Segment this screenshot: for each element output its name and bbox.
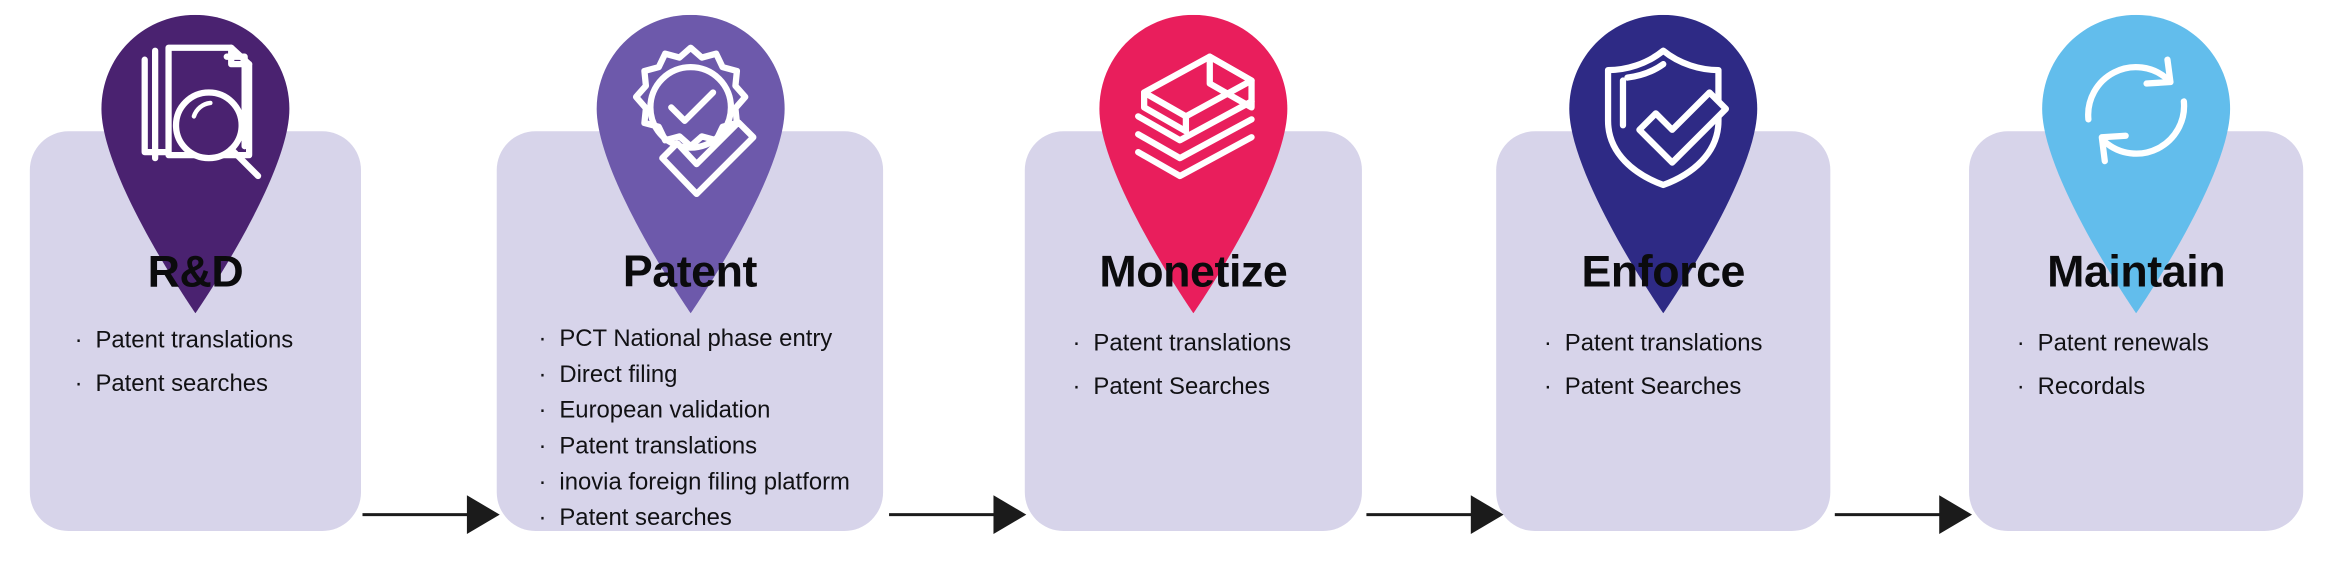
- connector-line: [362, 513, 469, 517]
- bullet-glyph: ·: [2016, 374, 2025, 400]
- arrow-head-icon: [1939, 495, 1973, 535]
- list-item: ·Patent Searches: [1544, 365, 1763, 408]
- pin-marker-enforce: [1545, 14, 1781, 314]
- money-stack-icon: [1099, 14, 1288, 314]
- card-bullets-enforce: ·Patent translations ·Patent Searches: [1544, 322, 1763, 409]
- stage-card-patent[interactable]: Patent ·PCT National phase entry ·Direct…: [496, 14, 884, 532]
- list-item: ·Patent translations: [1544, 322, 1763, 365]
- connector-arrow-4: [1834, 495, 1973, 535]
- card-bullets-maintain: ·Patent renewals ·Recordals: [2017, 322, 2209, 409]
- list-item: ·inovia foreign filing platform: [539, 465, 850, 501]
- pin-marker-monetize: [1076, 14, 1312, 314]
- bullet-glyph: ·: [1543, 331, 1552, 357]
- card-title-rd: R&D: [147, 247, 244, 297]
- list-item: ·Direct filing: [539, 358, 850, 394]
- connector-line: [1366, 513, 1473, 517]
- connector-arrow-1: [362, 495, 500, 535]
- bullet-glyph: ·: [1072, 331, 1081, 357]
- documents-search-icon: [101, 14, 290, 314]
- card-title-enforce: Enforce: [1581, 247, 1745, 297]
- connector-arrow-2: [889, 495, 1027, 535]
- bullet-glyph: ·: [1543, 374, 1552, 400]
- card-title-maintain: Maintain: [2047, 247, 2226, 297]
- connector-arrow-3: [1366, 495, 1504, 535]
- pin-marker-maintain: [2018, 14, 2254, 314]
- list-item: ·Patent translations: [1073, 322, 1292, 365]
- list-item: ·Patent searches: [539, 501, 850, 537]
- bullet-glyph: ·: [74, 328, 83, 354]
- card-bullets-rd: ·Patent translations ·Patent searches: [75, 319, 294, 406]
- bullet-glyph: ·: [538, 434, 547, 460]
- list-item: ·PCT National phase entry: [539, 322, 850, 358]
- bullet-glyph: ·: [1072, 374, 1081, 400]
- connector-line: [889, 513, 995, 517]
- stage-card-monetize[interactable]: Monetize ·Patent translations ·Patent Se…: [1024, 14, 1362, 532]
- list-item: ·Patent searches: [75, 362, 294, 405]
- card-title-patent: Patent: [622, 247, 758, 297]
- bullet-glyph: ·: [538, 505, 547, 532]
- bullet-glyph: ·: [538, 362, 547, 388]
- bullet-glyph: ·: [2016, 331, 2025, 357]
- arrow-head-icon: [466, 495, 500, 535]
- arrow-head-icon: [993, 495, 1027, 535]
- refresh-cycle-icon: [2042, 14, 2231, 314]
- list-item: ·European validation: [539, 394, 850, 430]
- list-item: ·Patent translations: [539, 430, 850, 466]
- stage-card-maintain[interactable]: Maintain ·Patent renewals ·Recordals: [1969, 14, 2304, 532]
- card-title-monetize: Monetize: [1099, 247, 1288, 297]
- bullet-glyph: ·: [538, 398, 547, 424]
- list-item: ·Patent translations: [75, 319, 294, 362]
- card-bullets-patent: ·PCT National phase entry ·Direct filing…: [539, 322, 850, 537]
- bullet-glyph: ·: [538, 469, 547, 496]
- stage-card-enforce[interactable]: Enforce ·Patent translations ·Patent Sea…: [1496, 14, 1831, 532]
- bullet-glyph: ·: [538, 326, 547, 353]
- list-item: ·Patent Searches: [1073, 365, 1292, 408]
- bullet-glyph: ·: [74, 371, 83, 397]
- certified-badge-check-icon: [595, 14, 784, 314]
- list-item: ·Recordals: [2017, 365, 2209, 408]
- shield-check-icon: [1569, 14, 1758, 314]
- card-bullets-monetize: ·Patent translations ·Patent Searches: [1073, 322, 1292, 409]
- connector-line: [1834, 513, 1941, 517]
- pin-marker-patent: [572, 14, 808, 314]
- pin-marker-rd: [78, 14, 314, 314]
- list-item: ·Patent renewals: [2017, 322, 2209, 365]
- stage-card-rd[interactable]: R&D ·Patent translations ·Patent searche…: [29, 14, 361, 532]
